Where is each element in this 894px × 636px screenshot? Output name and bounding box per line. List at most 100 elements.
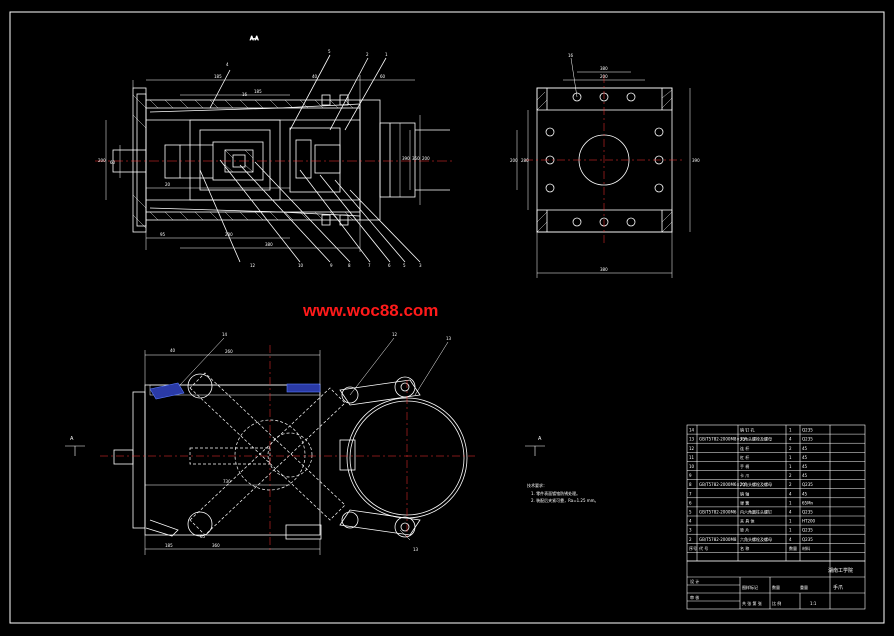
dim-text: 60 xyxy=(380,74,386,79)
scale-value: 1:1 xyxy=(810,601,817,606)
callout-number: 6 xyxy=(388,263,391,268)
parts-cell: 4 xyxy=(789,537,792,542)
callout-number: 4 xyxy=(226,62,229,67)
parts-cell: 代 号 xyxy=(699,545,708,551)
dim-text: 380 xyxy=(600,66,608,71)
dim-text: 390 xyxy=(402,156,410,161)
dim-text: 200 xyxy=(510,158,518,163)
parts-cell: 六角头螺栓及螺母 xyxy=(740,536,772,542)
section-view: A-A xyxy=(95,36,455,263)
section-arrows xyxy=(65,445,545,456)
dim-text: 280 xyxy=(225,232,233,237)
dim-text: 185 xyxy=(214,74,222,79)
parts-cell: 弹 簧 xyxy=(740,499,749,505)
parts-cell: 序号 xyxy=(689,545,697,551)
dim-text: 40 xyxy=(170,348,176,353)
dim-text: 360 xyxy=(212,543,220,548)
parts-cell: GB/T5782-2000M8 xyxy=(699,537,737,542)
parts-cell: 2 xyxy=(789,482,792,487)
plan-view-texts: 260 65 185 360 730 40 14 12 13 13 A A xyxy=(70,332,542,552)
parts-cell: Q235 xyxy=(802,537,813,542)
callout-number: 10 xyxy=(298,263,304,268)
end-view-bolt-holes xyxy=(545,92,664,227)
parts-cell: 垫 片 xyxy=(740,527,749,533)
parts-list xyxy=(686,424,866,562)
parts-cell: 六角头螺栓及螺母 xyxy=(740,436,772,442)
dim-text: 65 xyxy=(200,534,206,539)
parts-cell: 14 xyxy=(689,428,695,433)
dim-text: 95 xyxy=(160,232,166,237)
parts-cell: 销 钉 孔 xyxy=(740,427,755,433)
section-dim-texts: 185 185 40 60 200 60 95 280 20 380 390 3… xyxy=(98,49,430,268)
dim-text: 200 xyxy=(98,158,106,163)
callout-number: 9 xyxy=(330,263,333,268)
drawing-name: 手爪 xyxy=(833,584,843,591)
watermark: www.woc88.com xyxy=(302,301,438,320)
checker-label: 审 核 xyxy=(690,594,699,600)
parts-cell: 45 xyxy=(802,473,808,478)
callout-number: 13 xyxy=(446,336,452,341)
row-a: 图样标记 xyxy=(742,584,758,590)
parts-cell: 2 xyxy=(789,473,792,478)
dim-text: 390 xyxy=(692,158,700,163)
callout-number: 1 xyxy=(385,52,388,57)
callout-number: 8 xyxy=(348,263,351,268)
parts-cell: 材料 xyxy=(802,545,810,551)
notes-line: 2. 装配后夹紧可靠，Ra=1.25 mm。 xyxy=(531,497,599,503)
notes-heading: 技术要求： xyxy=(527,482,547,488)
sheet-label: 共 张 第 张 xyxy=(742,600,762,606)
parts-cell: GB/T5782-2000M8×35 xyxy=(699,437,745,442)
callout-number: 14 xyxy=(222,332,228,337)
parts-cell: 8 xyxy=(689,482,692,487)
row-c: 重量 xyxy=(800,584,808,590)
parts-cell: 销 轴 xyxy=(740,490,749,496)
parts-cell: 1 xyxy=(789,455,792,460)
parts-cell: Q235 xyxy=(802,437,813,442)
parts-cell: 12 xyxy=(689,446,695,451)
parts-cell: 7 xyxy=(689,491,692,496)
callout-number: 12 xyxy=(250,263,256,268)
dim-text: 60 xyxy=(110,160,116,165)
parts-cell: 1 xyxy=(789,519,792,524)
parts-cell: 4 xyxy=(789,491,792,496)
dim-text: 185 xyxy=(165,543,173,548)
parts-cell: 卡 爪 xyxy=(740,472,749,478)
scale-label: 比 例 xyxy=(772,600,781,606)
parts-cell: 45 xyxy=(802,464,808,469)
callout-number: 13 xyxy=(413,547,419,552)
parts-cell: 夹 具 体 xyxy=(740,518,755,524)
parts-cell: 10 xyxy=(689,464,695,469)
callout-number: 5 xyxy=(328,49,331,54)
parts-cell: 六角头螺栓及螺母 xyxy=(740,481,772,487)
parts-cell: 4 xyxy=(689,519,692,524)
row-b: 数量 xyxy=(772,584,780,590)
parts-cell: 手 柄 xyxy=(740,463,749,469)
dim-text: 200 xyxy=(600,74,608,79)
parts-cell: 4 xyxy=(789,437,792,442)
parts-cell: GB/T5782-2000M6 xyxy=(699,510,737,515)
callout-number: 12 xyxy=(392,332,398,337)
parts-cell: 1 xyxy=(789,528,792,533)
parts-cell: Q235 xyxy=(802,528,813,533)
parts-cell: 45 xyxy=(802,446,808,451)
dim-text: 380 xyxy=(265,242,273,247)
end-view xyxy=(516,57,691,278)
dim-text: 380 xyxy=(600,267,608,272)
parts-cell: GB/T5782-2000M6×20 xyxy=(699,482,745,487)
dim-text: 200 xyxy=(422,156,430,161)
callout-number: 16 xyxy=(568,53,574,58)
parts-cell: 内六角圆柱头螺钉 xyxy=(740,509,772,515)
parts-cell: 9 xyxy=(689,473,692,478)
callout-number: 2 xyxy=(366,52,369,57)
notes-line: 1. 零件表面镀铬防锈处理。 xyxy=(531,490,580,496)
drawing-border xyxy=(9,11,885,624)
parts-cell: 2 xyxy=(789,446,792,451)
plan-view xyxy=(100,337,475,555)
parts-cell: 4 xyxy=(789,510,792,515)
parts-cell: Q235 xyxy=(802,482,813,487)
school-name: 湖南工学院 xyxy=(828,567,853,574)
technical-notes: 技术要求： 1. 零件表面镀铬防锈处理。 2. 装配后夹紧可靠，Ra=1.25 … xyxy=(527,482,599,503)
